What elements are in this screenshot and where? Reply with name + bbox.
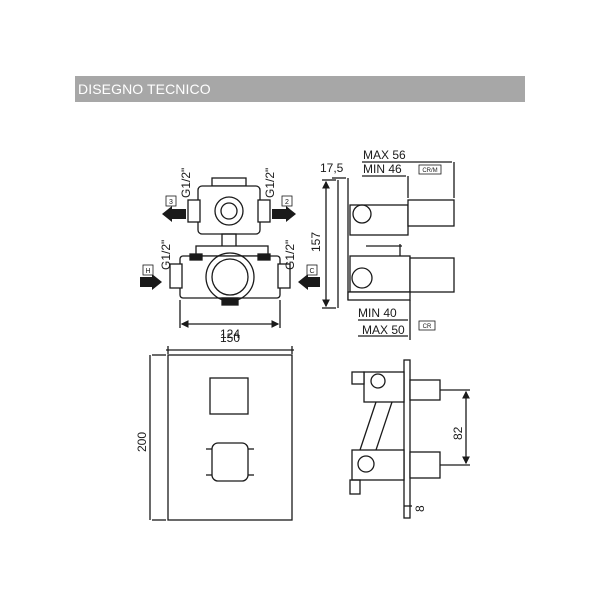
flow-arrow-top-right xyxy=(272,195,296,222)
front-view xyxy=(169,177,291,328)
thread-label-top-right: G1/2" xyxy=(263,168,277,198)
plate-view xyxy=(149,346,294,521)
port-label-2: 2 xyxy=(285,199,289,206)
plate-width-dim: 150 xyxy=(220,331,240,345)
badge-frame-top xyxy=(418,164,442,175)
front-width-dim: 124 xyxy=(220,327,240,341)
thread-label-top-left: G1/2" xyxy=(179,168,193,198)
section-banner: DISEGNO TECNICO xyxy=(75,76,525,102)
thread-label-bottom-left: G1/2" xyxy=(159,240,173,270)
badge-frame-bottom xyxy=(418,320,436,331)
port-label-c: C xyxy=(309,268,314,275)
flow-arrow-right xyxy=(298,264,320,290)
flow-arrow-top-left xyxy=(162,195,186,222)
port-label-3: 3 xyxy=(169,199,173,206)
side-height-dim: 157 xyxy=(309,232,323,252)
badge-top: CR/M xyxy=(422,168,437,174)
min-bottom-dim: MIN 40 xyxy=(358,306,397,320)
badge-bottom: CR xyxy=(423,324,432,330)
plate-side-view xyxy=(349,359,470,519)
section-title: DISEGNO TECNICO xyxy=(78,81,211,97)
thickness-dim: 8 xyxy=(413,505,427,512)
offset-dim: 17,5 xyxy=(320,161,344,175)
thread-label-bottom-right: G1/2" xyxy=(283,240,297,270)
max-bottom-dim: MAX 50 xyxy=(362,323,405,337)
max-top-dim: MAX 56 xyxy=(363,148,406,162)
spacing-dim: 82 xyxy=(451,426,465,440)
min-top-dim: MIN 46 xyxy=(363,162,402,176)
flow-arrow-left xyxy=(140,264,162,290)
plate-height-dim: 200 xyxy=(135,432,149,452)
side-view xyxy=(322,161,455,340)
port-label-h: H xyxy=(145,268,150,275)
